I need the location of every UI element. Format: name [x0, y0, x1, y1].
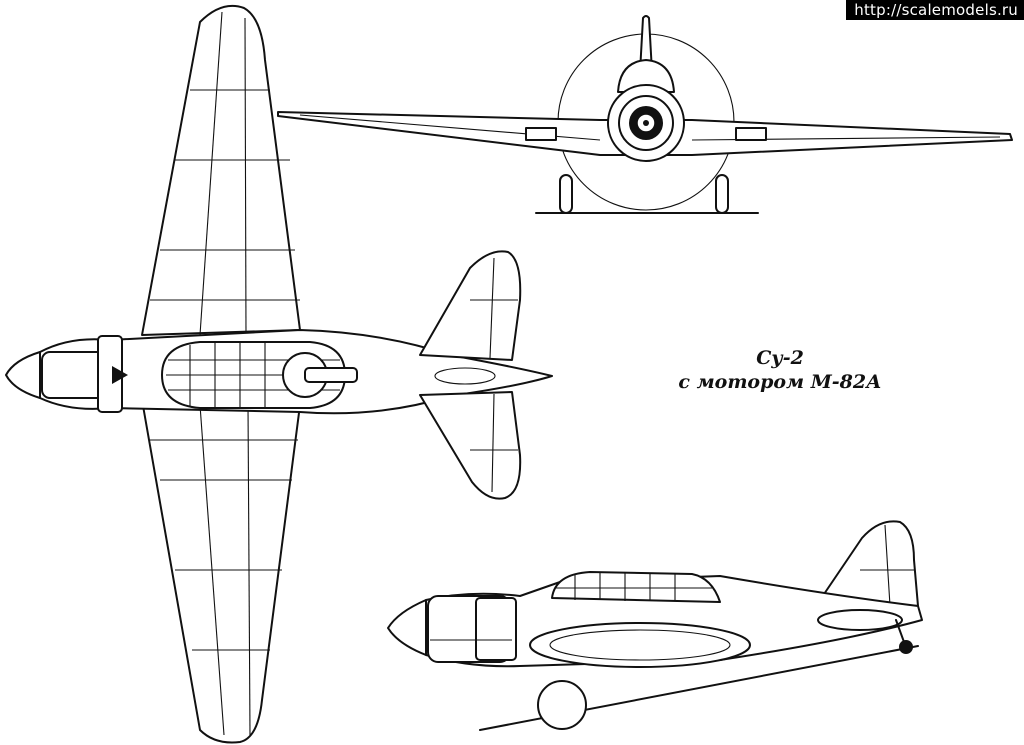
- caption-line-2: с мотором М-82А: [678, 371, 882, 393]
- side-view-stabilizer: [817, 609, 903, 631]
- top-view-lower-wing: [141, 399, 301, 744]
- front-view-canopy: [617, 59, 675, 93]
- side-view-tail-strut: [895, 619, 905, 643]
- drawing-caption: Су-2 с мотором М-82А: [650, 346, 910, 394]
- top-view-intake: [112, 366, 128, 384]
- caption-line-1: Су-2: [756, 347, 804, 369]
- front-view-hub-center: [643, 120, 649, 126]
- front-view-right-bay: [735, 127, 767, 141]
- top-view-upper-stabilizer: [419, 250, 522, 361]
- side-view-exhaust-block: [475, 597, 517, 661]
- side-view: [387, 520, 923, 731]
- top-view-turret-gun: [304, 367, 358, 383]
- side-view-canopy-frames: [556, 573, 712, 601]
- top-view-spinner: [5, 351, 41, 399]
- side-view-canopy: [551, 571, 721, 603]
- side-view-fin: [819, 520, 919, 607]
- side-view-fin-lines: [860, 524, 914, 607]
- front-view-fin: [639, 15, 653, 73]
- side-view-tail-wheel: [899, 640, 913, 654]
- side-view-main-wheel: [537, 680, 587, 730]
- front-view-left-wheel: [559, 174, 573, 214]
- top-view-lower-stabilizer: [419, 391, 522, 500]
- top-view: [5, 4, 553, 744]
- front-view-right-wheel: [715, 174, 729, 214]
- top-view-upper-wing: [141, 4, 301, 336]
- front-view-left-bay: [525, 127, 557, 141]
- top-view-stabilizer-lines: [470, 257, 518, 493]
- side-view-wing-inner: [549, 629, 731, 661]
- top-view-tail-wheel-well: [434, 367, 496, 385]
- top-view-wing-panel-lines: [150, 11, 300, 736]
- watermark-url: http://scalemodels.ru: [846, 0, 1024, 20]
- side-view-spinner: [387, 599, 427, 656]
- front-view: [277, 15, 1013, 214]
- side-view-wing: [529, 622, 751, 668]
